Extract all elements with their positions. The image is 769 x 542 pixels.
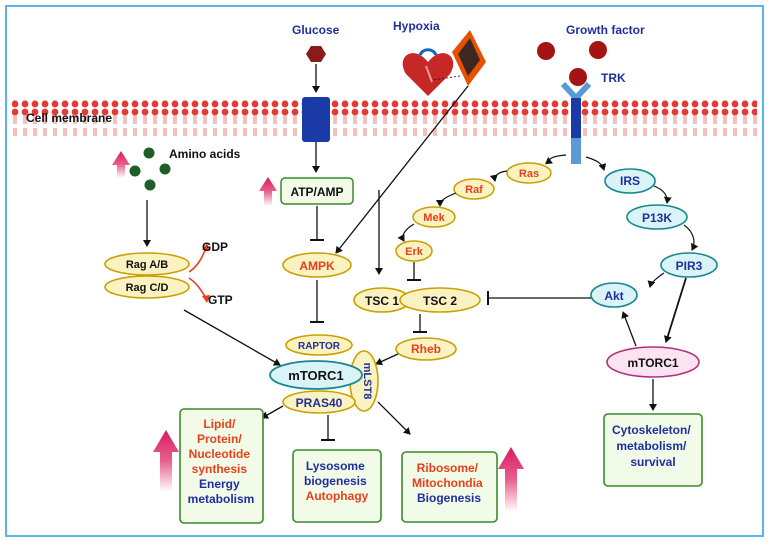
pras40-label: PRAS40 [296,396,343,410]
tsc2-node [399,287,481,313]
atp-amp-label: ATP/AMP [290,185,343,199]
erk-label: Erk [405,246,424,258]
lysosome-text: Lysosome biogenesis Autophagy [304,459,370,503]
tsc2-label: TSC 2 [423,294,457,308]
ribosome-up-arrow-icon [498,447,524,512]
trk-receptor-icon [560,81,592,164]
rag-ab-label: Rag A/B [126,259,168,271]
cell-membrane-bilayer [12,100,757,136]
rag-ab-node [104,252,190,276]
p13k-node [626,204,688,230]
amino-acids-up-arrow-icon [112,151,130,178]
mek-node [412,206,456,228]
gtp-label: GTP [208,293,233,307]
raf-label: Raf [465,184,483,196]
p13k-label: P13K [642,211,672,225]
lysosome-output-box [292,449,382,523]
ribosome-output-box [401,451,498,523]
mtorc1-right-node [606,346,700,378]
akt-node [590,282,638,308]
atp-up-arrow-icon [259,177,277,206]
gdp-label: GDP [202,240,228,254]
ras-node [506,162,552,184]
erk-node [395,240,433,262]
mtorc1-right-label: mTORC1 [627,356,678,370]
glucose-label: Glucose [292,23,340,37]
cell-membrane-label: Cell membrane [26,111,112,125]
glucose-transporter-icon [302,97,330,142]
growth-factor-ligand-icon [569,68,587,86]
rag-cd-label: Rag C/D [126,282,169,294]
amino-acid-icon [143,147,155,159]
blood-vessel-icon [452,30,486,86]
cytoskeleton-output-box [603,413,703,487]
hypoxia-label: Hypoxia [393,19,440,33]
amino-acids-label: Amino acids [169,147,241,161]
ampk-label: AMPK [299,259,335,273]
growth-factor-label: Growth factor [566,23,645,37]
irs-node [604,168,656,194]
ribosome-text: Ribosome/ Mitochondia Biogenesis [412,461,486,505]
lipid-up-arrow-icon [153,430,179,492]
pir3-label: PIR3 [676,259,703,273]
akt-label: Akt [604,289,623,303]
lipid-protein-text: Lipid/ Protein/ Nucleotide synthesis Ene… [188,417,255,506]
mtorc1-complex: RAPTOR mLST8 mTORC1 PRAS40 [269,334,379,414]
pir3-node [660,252,718,278]
irs-label: IRS [620,174,640,188]
amino-acid-icon [144,179,156,191]
growth-factor-ligand-icon [537,42,555,60]
rheb-node [395,337,457,361]
mek-label: Mek [423,212,445,224]
mtorc1-center-label: mTORC1 [288,368,343,383]
cytoskeleton-text: Cytoskeleton/ metabolism/ survival [612,423,694,469]
trk-label: TRK [601,71,626,85]
raptor-label: RAPTOR [298,341,341,352]
ras-label: Ras [519,168,539,180]
atp-amp-node [280,177,354,205]
growth-factor-ligand-icon [589,41,607,59]
rheb-label: Rheb [411,342,441,356]
pras40-node [282,390,356,414]
ampk-node [282,252,352,278]
raptor-node [285,334,353,356]
tsc1-label: TSC 1 [365,294,399,308]
mlst8-label: mLST8 [361,363,373,400]
raf-node [453,178,495,200]
amino-acid-icon [129,165,141,177]
glucose-molecule-icon [306,46,326,62]
lipid-protein-output-box [179,408,264,524]
heart-icon [402,48,454,96]
rag-cd-node [104,275,190,299]
amino-acid-icon [159,163,171,175]
mtorc1-center-node [269,360,363,390]
